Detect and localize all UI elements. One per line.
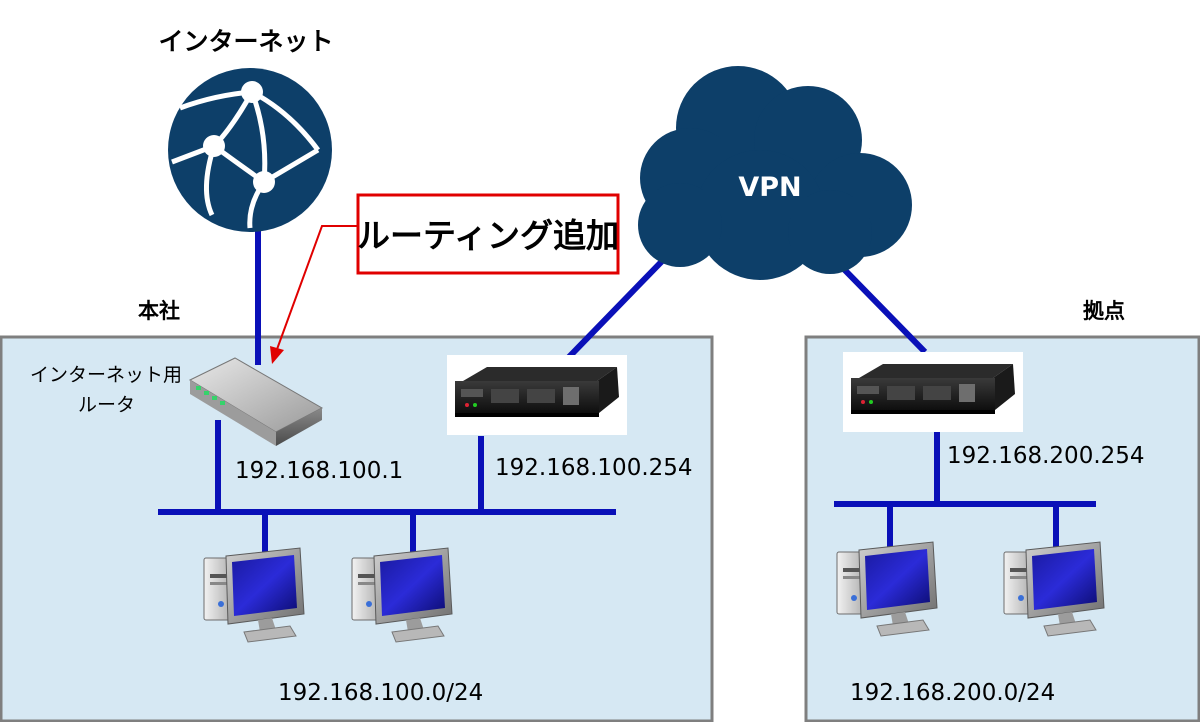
branch-network-label: 192.168.200.0/24 xyxy=(850,680,1055,706)
internet-label: インターネット xyxy=(158,27,333,56)
callout-arrowhead xyxy=(270,346,284,364)
hq-vpn-uplink xyxy=(565,252,671,361)
internet-globe-icon xyxy=(168,68,332,232)
branch-vpn-router-icon xyxy=(843,352,1023,432)
network-links xyxy=(158,210,1096,563)
routing-callout-text: ルーティング追加 xyxy=(357,216,619,255)
internet-router-label-line1: インターネット用 xyxy=(30,364,182,386)
vpn-cloud-icon xyxy=(638,66,912,280)
branch-vpn-router-ip: 192.168.200.254 xyxy=(947,443,1145,469)
internet-router-icon xyxy=(188,357,324,446)
vpn-label: VPN xyxy=(738,172,801,203)
branch-vpn-uplink xyxy=(832,257,928,355)
callout-arrow xyxy=(275,225,358,353)
hq-vpn-router-icon xyxy=(447,355,627,435)
hq-network-label: 192.168.100.0/24 xyxy=(278,680,483,706)
branch-label: 拠点 xyxy=(1083,299,1125,323)
internet-router-ip: 192.168.100.1 xyxy=(235,458,403,484)
routing-callout: ルーティング追加 xyxy=(270,193,620,364)
hq-vpn-router-ip: 192.168.100.254 xyxy=(495,455,693,481)
hq-label: 本社 xyxy=(138,299,180,323)
internet-router-label-line2: ルータ xyxy=(78,394,135,416)
